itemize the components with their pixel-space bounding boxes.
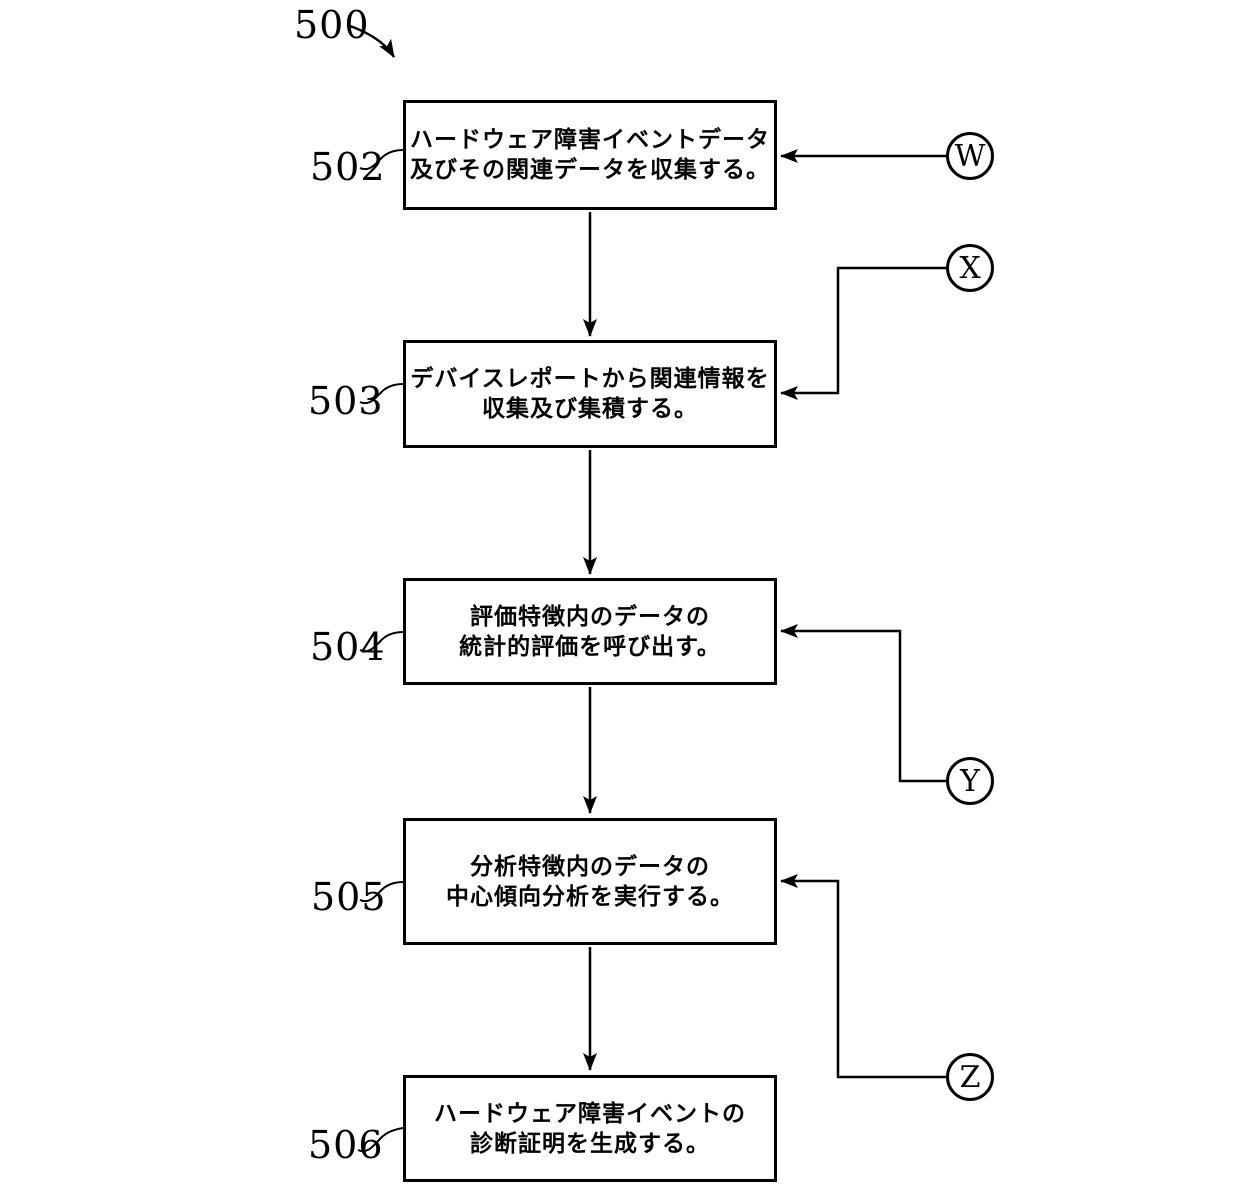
step-box-505-text-line2: 中心傾向分析を実行する。 (446, 882, 734, 910)
step-box-506-text-line2: 診断証明を生成する。 (470, 1129, 710, 1157)
off-page-connector-x: X (946, 244, 994, 292)
off-page-connector-w: W (946, 132, 994, 180)
step-box-506: ハードウェア障害イベントの 診断証明を生成する。 (403, 1075, 777, 1182)
step-box-504: 評価特徴内のデータの 統計的評価を呼び出す。 (403, 578, 777, 685)
step-box-504-text-line1: 評価特徴内のデータの (470, 602, 710, 630)
ref-label-505: 505 (311, 875, 387, 919)
step-box-502: ハードウェア障害イベントデータ 及びその関連データを収集する。 (403, 100, 777, 210)
wire-y-to-504 (780, 624, 946, 783)
step-box-504-text-line2: 統計的評価を呼び出す。 (459, 632, 721, 660)
ref-label-502: 502 (310, 145, 386, 189)
wire-z-to-505 (780, 874, 946, 1079)
ref-label-504: 504 (310, 625, 386, 669)
step-box-503-text-line1: デバイスレポートから関連情報を (410, 365, 770, 393)
step-box-505: 分析特徴内のデータの 中心傾向分析を実行する。 (403, 818, 777, 945)
step-box-502-text-line2: 及びその関連データを収集する。 (410, 156, 770, 183)
step-box-503-text-line2: 収集及び集積する。 (482, 395, 698, 422)
figure-number: 500 (294, 3, 370, 47)
wire-x-to-503 (780, 266, 946, 400)
ref-label-503: 503 (308, 379, 384, 423)
off-page-connector-z-label: Z (959, 1059, 981, 1095)
off-page-connector-x-label: X (959, 250, 981, 286)
off-page-connector-y-label: Y (960, 763, 980, 799)
off-page-connector-z: Z (946, 1053, 994, 1101)
step-box-505-text-line1: 分析特徴内のデータの (470, 852, 710, 880)
off-page-connector-y: Y (946, 757, 994, 805)
step-box-502-text-line1: ハードウェア障害イベントデータ (410, 126, 770, 154)
off-page-connector-w-label: W (954, 138, 986, 174)
step-box-503: デバイスレポートから関連情報を 収集及び集積する。 (403, 340, 777, 448)
step-box-506-text-line1: ハードウェア障害イベントの (434, 1099, 746, 1127)
ref-label-506: 506 (308, 1123, 384, 1167)
